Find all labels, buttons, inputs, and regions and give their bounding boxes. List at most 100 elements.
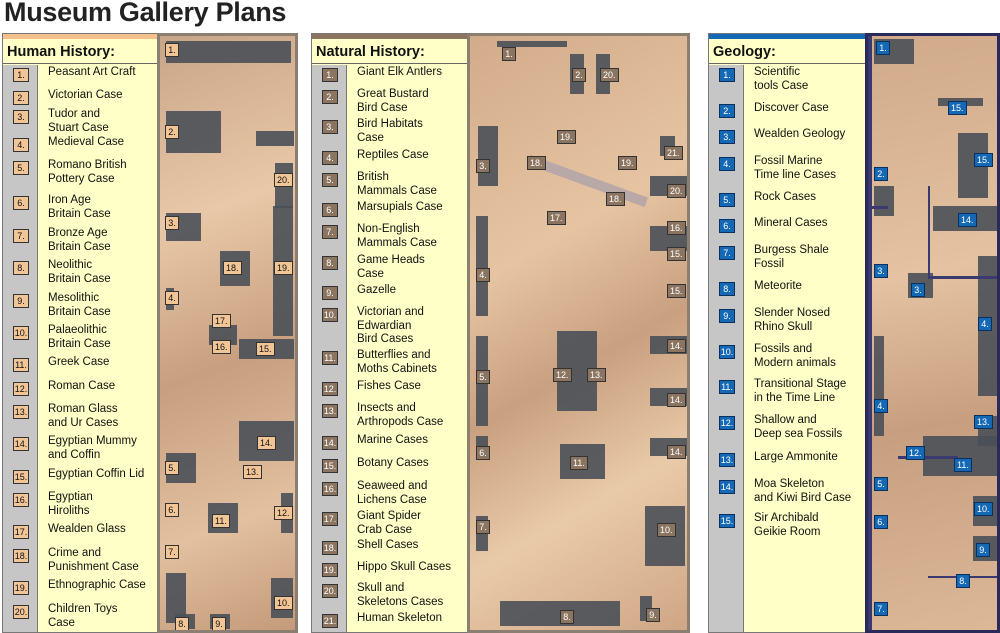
- map-marker: 6.: [476, 446, 490, 460]
- map-marker: 8.: [175, 617, 189, 630]
- legend-item-label: Burgess Shale Fossil: [754, 244, 829, 270]
- legend-item-label: Egyptian Coffin Lid: [48, 468, 145, 480]
- legend-item-label: Crime and Punishment Case: [48, 547, 139, 573]
- map-marker: 20.: [667, 184, 686, 198]
- display-case: [256, 131, 294, 146]
- map-marker: 4.: [874, 399, 888, 413]
- map-marker: 9.: [646, 608, 660, 622]
- map-marker: 14.: [667, 445, 686, 459]
- legend-item-number: 15.: [13, 470, 29, 484]
- map-marker: 3.: [911, 283, 925, 297]
- map-marker: 14.: [667, 393, 686, 407]
- legend-item-number: 12.: [322, 382, 338, 396]
- display-case: [497, 41, 567, 47]
- legend-item-number: 5.: [719, 193, 735, 207]
- legend-item-number: 3.: [719, 130, 735, 144]
- map-marker: 4.: [476, 268, 490, 282]
- legend-item-label: Insects and Arthropods Case: [357, 402, 444, 428]
- legend-item-number: 13.: [719, 453, 735, 467]
- gallery-wall: [898, 456, 958, 459]
- legend-item-label: Skull and Skeletons Cases: [357, 582, 444, 608]
- display-case: [874, 336, 884, 436]
- map-marker: 4.: [165, 291, 179, 305]
- legend-item-label: Transitional Stage in the Time Line: [754, 378, 847, 404]
- legend-top-bar: [3, 34, 157, 39]
- legend-item-label: Mineral Cases: [754, 217, 828, 229]
- legend-item-number: 4.: [719, 157, 735, 171]
- map-marker: 2.: [874, 167, 888, 181]
- map-marker: 1.: [165, 43, 179, 57]
- map-marker: 20.: [600, 68, 619, 82]
- map-marker: 2.: [165, 125, 179, 139]
- map-marker: 11.: [570, 456, 588, 470]
- geology-map: 1.15.15.2.14.3.3.4.4.13.12.11.5.10.6.9.8…: [865, 33, 1000, 633]
- map-marker: 15.: [667, 284, 686, 298]
- legend-item-number: 17.: [322, 512, 338, 526]
- legend-item-label: Reptiles Case: [357, 149, 429, 161]
- legend-item-label: Palaeolithic Britain Case: [48, 324, 111, 350]
- map-marker: 3.: [476, 159, 490, 173]
- legend-item-number: 7.: [13, 229, 29, 243]
- legend-item-label: Roman Glass and Ur Cases: [48, 403, 119, 429]
- map-marker: 18.: [223, 261, 242, 275]
- legend-item-number: 12.: [13, 382, 29, 396]
- map-marker: 1.: [502, 47, 516, 61]
- legend-item-number: 2.: [13, 91, 29, 105]
- page-title: Museum Gallery Plans: [4, 0, 287, 27]
- legend-item-number: 9.: [719, 309, 735, 323]
- legend-item-label: Peasant Art Craft: [48, 66, 136, 78]
- legend-item-number: 3.: [322, 120, 338, 134]
- legend-item-label: Human Skeleton: [357, 612, 443, 624]
- map-marker: 17.: [547, 211, 566, 225]
- legend-item-label: Giant Spider Crab Case: [357, 510, 421, 536]
- legend-item-number: 9.: [13, 294, 29, 308]
- legend-item-label: Discover Case: [754, 102, 829, 114]
- legend-item-label: Victorian Case: [48, 89, 123, 101]
- legend-item-label: Mesolithic Britain Case: [48, 292, 111, 318]
- legend-item-label: Botany Cases: [357, 457, 429, 469]
- legend-item-number: 15.: [719, 514, 735, 528]
- legend-item-label: Fossils and Modern animals: [754, 343, 836, 369]
- map-marker: 10.: [974, 502, 993, 516]
- legend-item-number: 2.: [322, 90, 338, 104]
- map-marker: 12.: [274, 506, 293, 520]
- map-marker: 6.: [165, 503, 179, 517]
- map-marker: 19.: [274, 261, 293, 275]
- legend-item-number: 6.: [13, 196, 29, 210]
- legend-item-number: 19.: [322, 563, 338, 577]
- legend-item-number: 10.: [13, 326, 29, 340]
- map-marker: 13.: [243, 465, 262, 479]
- legend-item-number: 1.: [719, 68, 735, 82]
- legend-item-label: Slender Nosed Rhino Skull: [754, 307, 831, 333]
- gallery-wall: [868, 206, 888, 209]
- map-marker: 17.: [212, 314, 231, 328]
- legend-item-label: Greek Case: [48, 356, 110, 368]
- legend-item-number: 16.: [13, 493, 29, 507]
- map-marker: 19.: [618, 156, 637, 170]
- map-marker: 7.: [165, 545, 179, 559]
- legend-item-label: Iron Age Britain Case: [48, 194, 111, 220]
- legend-item-number: 8.: [719, 282, 735, 296]
- display-case: [874, 186, 894, 216]
- legend-item-number: 6.: [322, 203, 338, 217]
- legend-item-number: 18.: [13, 549, 29, 563]
- legend-item-label: Children Toys Case: [48, 603, 118, 629]
- legend-item-number: 8.: [13, 261, 29, 275]
- legend-item-number: 16.: [322, 482, 338, 496]
- legend-item-label: Tudor and Stuart Case: [48, 108, 109, 134]
- legend-item-number: 10.: [719, 345, 735, 359]
- legend-item-number: 3.: [13, 110, 29, 124]
- map-marker: 12.: [906, 446, 925, 460]
- legend-item-label: Non-English Mammals Case: [357, 223, 437, 249]
- legend-item-number: 1.: [322, 68, 338, 82]
- legend-item-label: Fishes Case: [357, 380, 421, 392]
- legend-item-label: Giant Elk Antlers: [357, 66, 443, 78]
- human-history-map: 1.2.20.3.18.19.4.17.16.15.14.13.5.6.11.1…: [157, 33, 298, 633]
- legend-item-number: 19.: [13, 581, 29, 595]
- legend-item-label: Shell Cases: [357, 539, 419, 551]
- legend-item-number: 5.: [13, 161, 29, 175]
- legend-item-number: 6.: [719, 219, 735, 233]
- map-marker: 8.: [956, 574, 970, 588]
